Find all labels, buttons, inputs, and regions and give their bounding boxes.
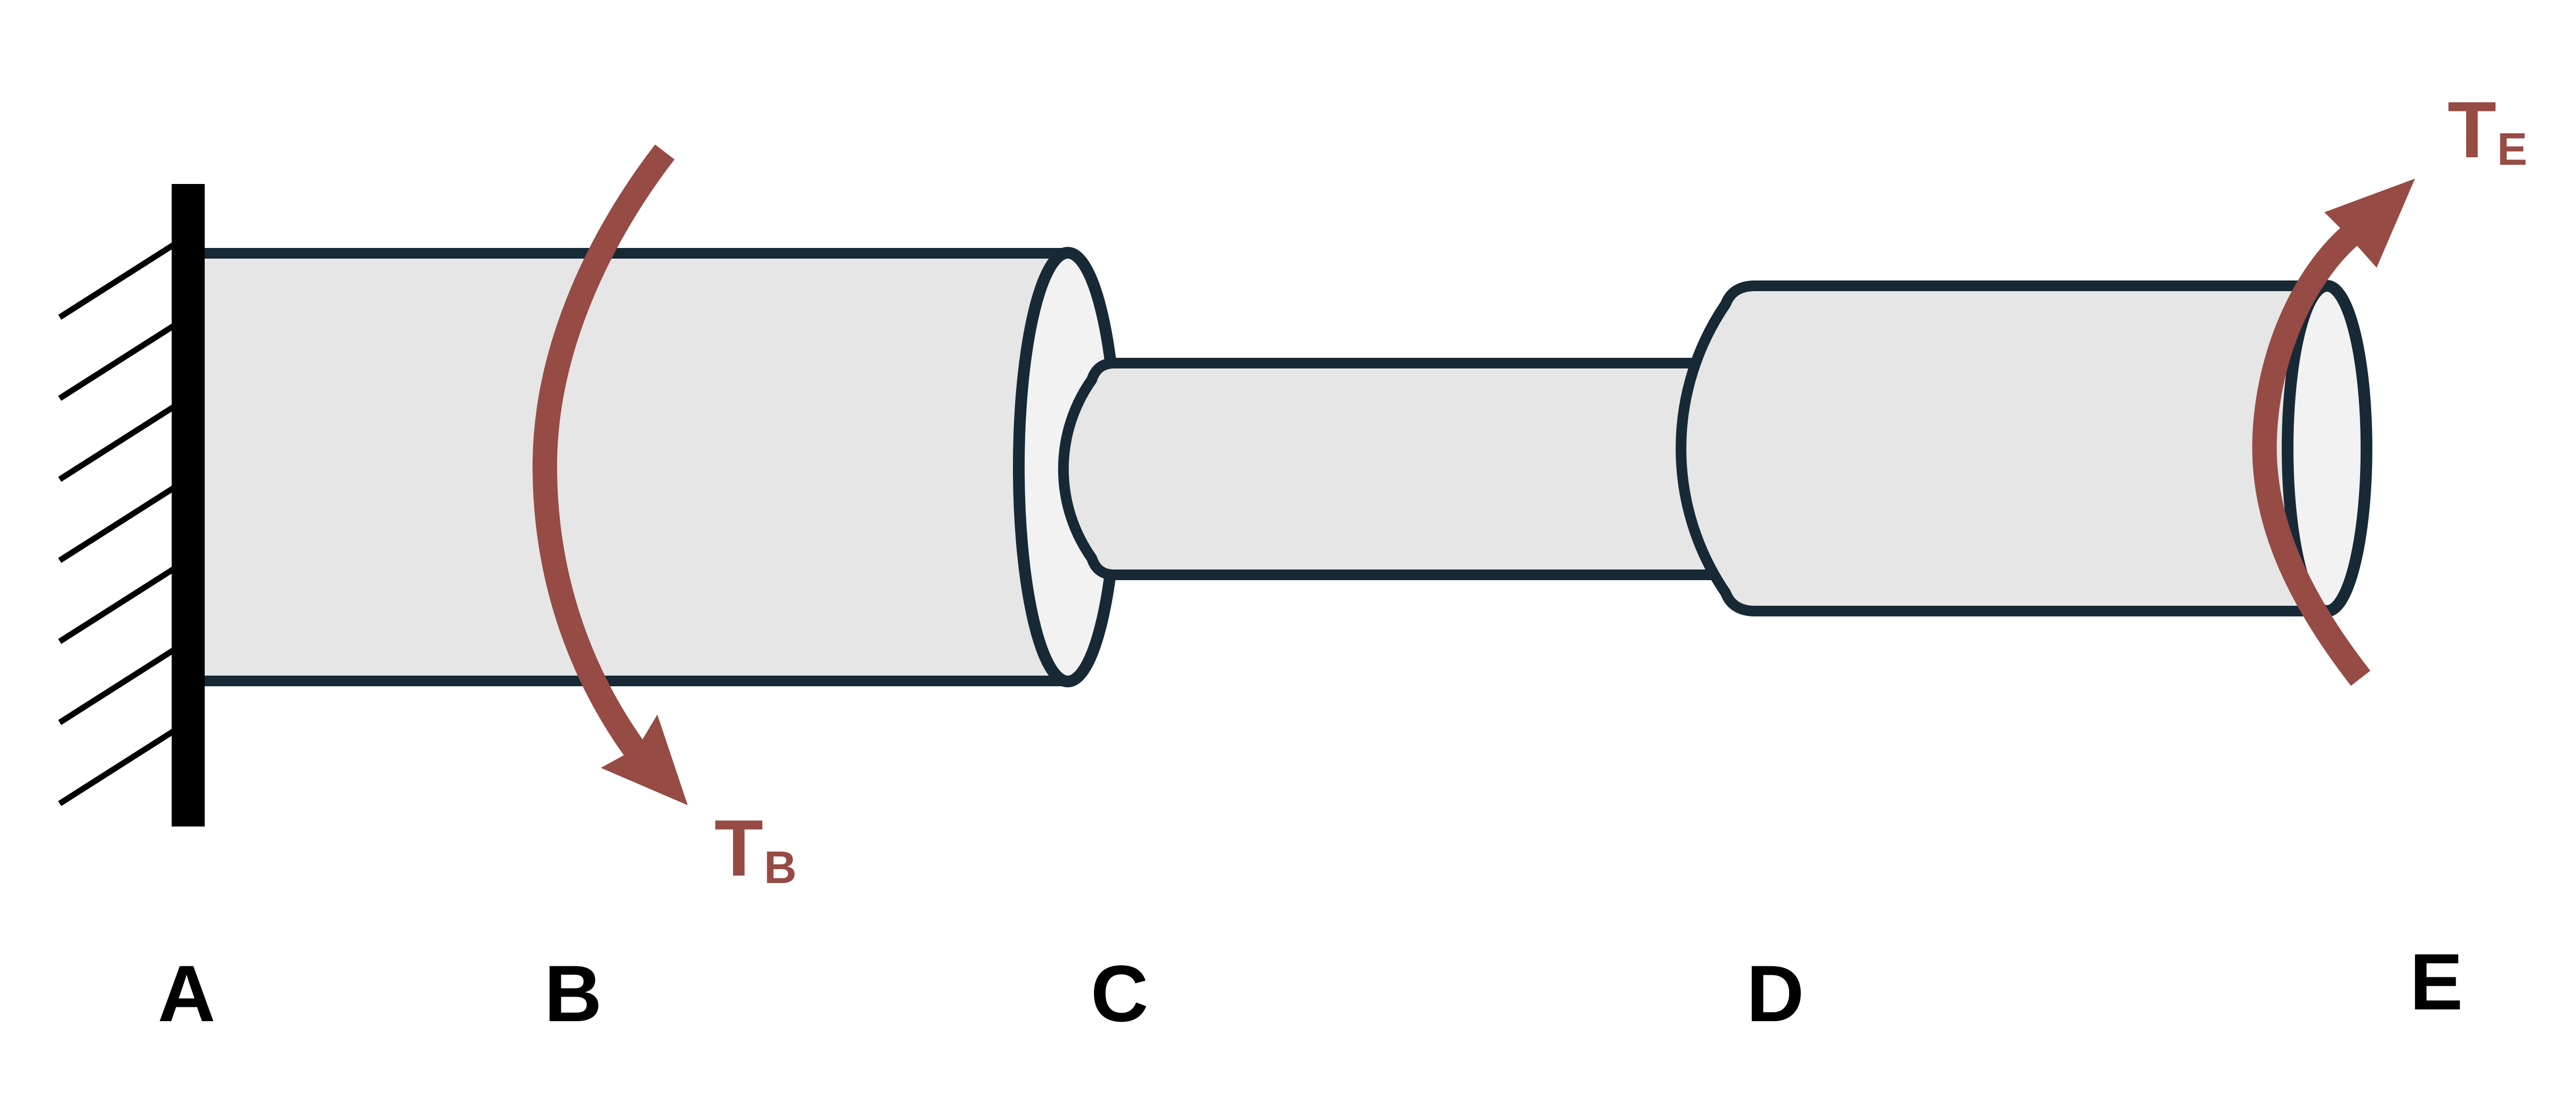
section-label-d: D: [1746, 949, 1804, 1038]
shaft-segment-cd: [1058, 358, 1735, 580]
shaft-segment-de: [1676, 280, 2372, 617]
section-label-a: A: [158, 949, 215, 1038]
fixed-support-wall: [172, 184, 205, 827]
section-label-e: E: [2410, 937, 2463, 1026]
torque-arrow-tb: TB: [532, 144, 796, 893]
torque-label-te: TE: [2448, 85, 2527, 175]
torque-arc-te: [2252, 226, 2371, 686]
torque-arrowhead-tb: [601, 715, 688, 805]
shaft-segment-ac: [205, 247, 1123, 687]
wall-hatching: [58, 240, 179, 806]
torque-label-tb: TB: [714, 803, 796, 893]
section-label-b: B: [544, 949, 602, 1038]
section-labels: A B C D E: [158, 937, 2463, 1038]
torque-arc-tb: [532, 144, 675, 767]
section-label-c: C: [1091, 949, 1148, 1038]
torque-arrow-te: TE: [2252, 85, 2527, 686]
torque-arrowhead-te: [2324, 179, 2415, 268]
